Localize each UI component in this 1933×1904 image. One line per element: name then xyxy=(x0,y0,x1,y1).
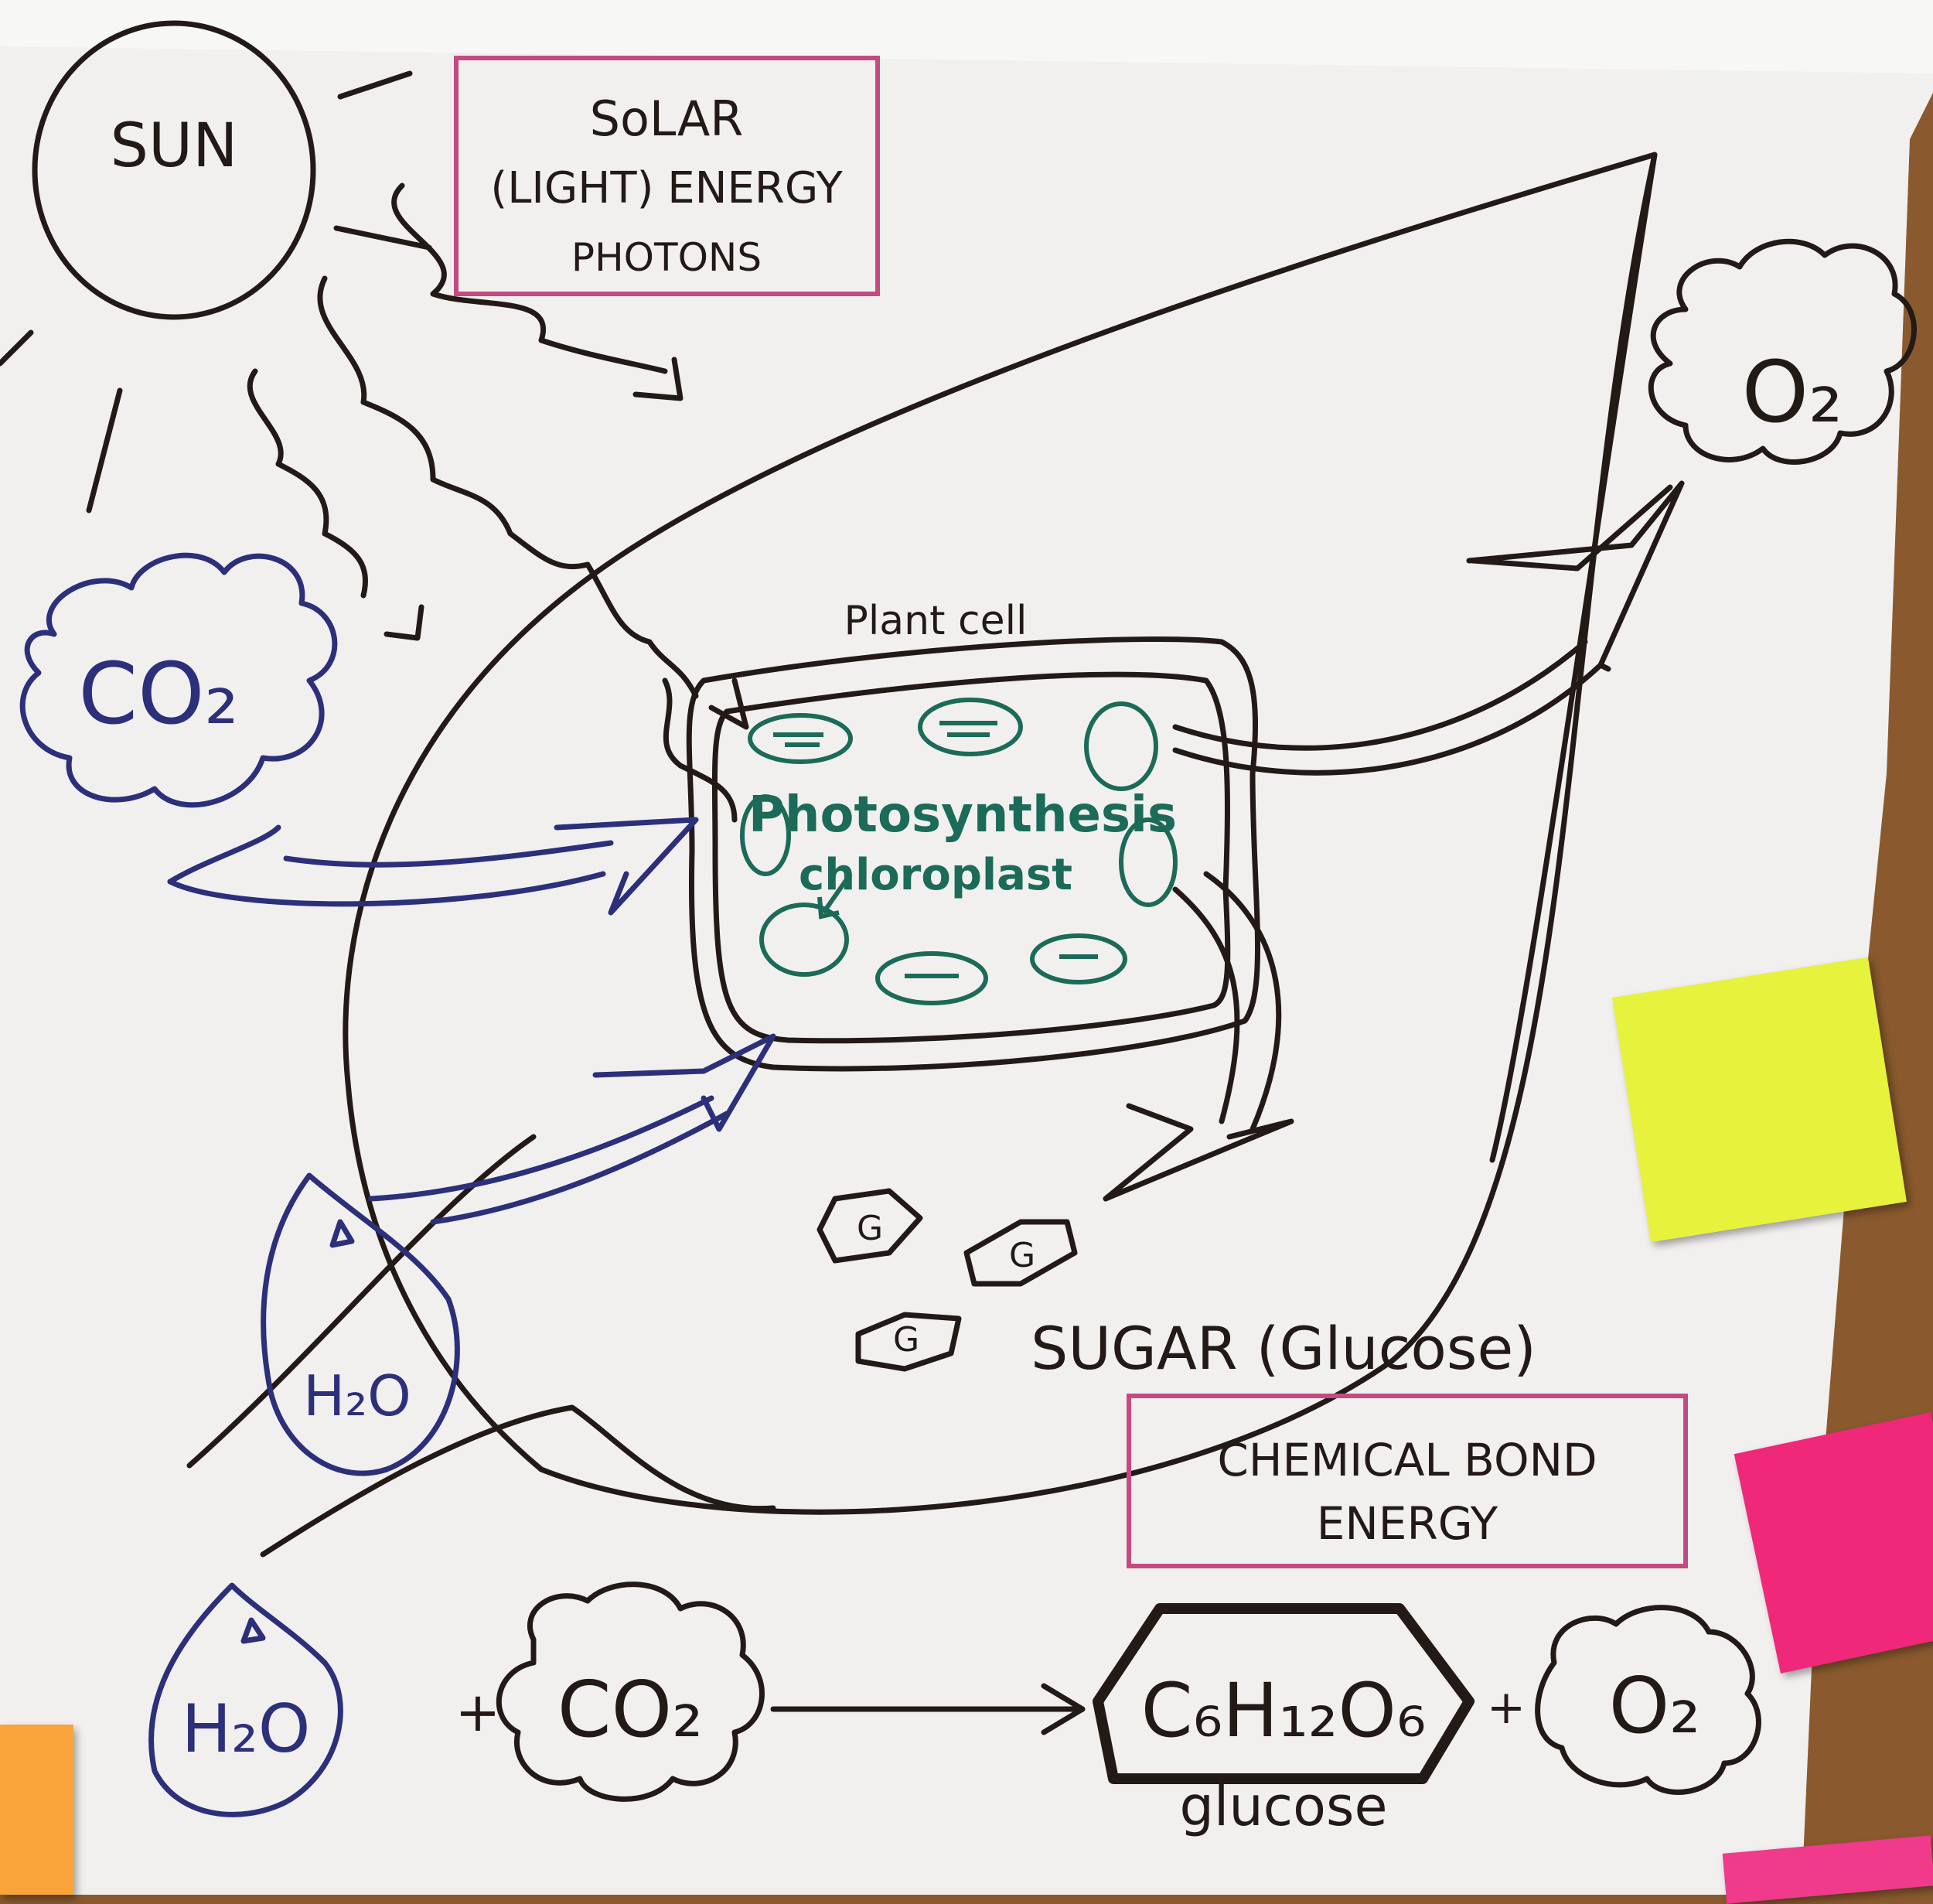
glucose-g-symbol: G xyxy=(893,1320,919,1360)
co2-arrow-tail xyxy=(167,824,281,885)
co2-arrow-shaft xyxy=(167,871,606,907)
chloroplast xyxy=(875,951,988,1005)
chloroplast xyxy=(918,698,1023,756)
reaction-arrowhead xyxy=(1041,1683,1086,1735)
sun-ray xyxy=(337,70,413,100)
chloroplast xyxy=(748,713,853,764)
arrowhead xyxy=(384,604,424,641)
cell-wall xyxy=(686,636,1261,1072)
water-drop xyxy=(261,1172,460,1476)
sugar-arrowhead xyxy=(1103,1103,1294,1202)
chloroplast-label: chloroplast xyxy=(799,850,1072,900)
sun-ray xyxy=(86,387,123,514)
sun-label: SUN xyxy=(111,111,238,181)
sugar-arrow-shaft xyxy=(1172,886,1240,1124)
chemical-box-line2: ENERGY xyxy=(1317,1497,1498,1550)
chloroplast xyxy=(1084,701,1158,791)
solar-energy-box xyxy=(454,56,880,296)
equation-o2-cloud xyxy=(1535,1605,1761,1795)
glucose-hexagon xyxy=(855,1312,962,1372)
o2-arrowhead xyxy=(1466,480,1685,672)
chloroplast xyxy=(1030,933,1127,984)
ground-line xyxy=(260,1404,776,1558)
equation-o2: O₂ xyxy=(1609,1660,1701,1751)
light-ray-wave xyxy=(317,275,699,699)
co2-arrowhead xyxy=(554,817,699,916)
drop-highlight xyxy=(329,1219,355,1248)
plant-cell-label: Plant cell xyxy=(844,598,1027,644)
sun-ray xyxy=(333,225,432,251)
solar-title-line3: PHOTONS xyxy=(571,235,762,280)
equation-co2-cloud xyxy=(496,1582,765,1802)
sticky-note-orange xyxy=(0,1725,73,1895)
ground-line xyxy=(186,1134,537,1469)
chloroplast-pointer-arrow xyxy=(821,872,853,914)
co2-label: CO₂ xyxy=(78,644,239,743)
light-ray-wave xyxy=(662,677,738,823)
leaf-outline xyxy=(343,152,1658,1515)
sugar-arrow-shaft xyxy=(1203,871,1282,1132)
chloroplast xyxy=(740,794,791,876)
h2o-arrowhead xyxy=(592,1033,776,1132)
sticky-note-yellow xyxy=(1612,957,1907,1243)
equation-glucose-hexagon xyxy=(1093,1603,1474,1784)
o2-arrow-shaft xyxy=(1172,639,1588,751)
equation-h2o: H₂O xyxy=(182,1691,311,1768)
chemical-energy-box xyxy=(1127,1394,1688,1568)
equation-glucose-formula: C₆H₁₂O₆ xyxy=(1141,1667,1427,1754)
glucose-hexagon xyxy=(963,1219,1078,1287)
glucose-g-symbol: G xyxy=(1009,1236,1035,1275)
glucose-hexagon xyxy=(816,1188,923,1264)
equation-plus: + xyxy=(455,1681,501,1744)
drop-highlight xyxy=(240,1617,266,1644)
chemical-box-line1: CHEMICAL BOND xyxy=(1217,1434,1597,1486)
glucose-g-symbol: G xyxy=(857,1209,883,1248)
arrowhead xyxy=(632,357,684,401)
h2o-label: H₂O xyxy=(303,1363,411,1428)
light-ray-wave xyxy=(247,368,369,599)
equation-co2: CO₂ xyxy=(557,1664,704,1755)
leaf-vein xyxy=(1489,152,1658,1163)
sun-circle xyxy=(32,20,316,320)
solar-title-line2: (LIGHT) ENERGY xyxy=(490,163,843,213)
sugar-label: SUGAR (Glucose) xyxy=(1031,1314,1536,1383)
equation-water-drop xyxy=(148,1582,343,1817)
arrowhead xyxy=(817,896,840,920)
equation-glucose-caption: glucose xyxy=(1179,1775,1387,1838)
sun-ray xyxy=(0,329,34,367)
o2-cloud xyxy=(1648,238,1917,465)
cell-membrane xyxy=(711,671,1231,1044)
photosynthesis-label: Photosynthesis xyxy=(748,787,1177,844)
co2-cloud xyxy=(19,552,338,808)
h2o-arrow-shaft xyxy=(368,1095,714,1202)
chloroplast xyxy=(1119,817,1178,907)
co2-arrow-shaft xyxy=(283,840,614,868)
o2-arrowhead xyxy=(1470,484,1673,572)
o2-label: O₂ xyxy=(1742,343,1843,442)
solar-title-line1: SoLAR xyxy=(590,90,744,147)
paper-top-fold xyxy=(0,0,1933,73)
equation-plus: + xyxy=(1487,1681,1526,1735)
o2-arrow-shaft xyxy=(1172,662,1604,776)
chloroplast xyxy=(759,903,849,977)
light-ray-wave xyxy=(391,183,668,374)
h2o-arrow-shaft xyxy=(430,1111,730,1225)
